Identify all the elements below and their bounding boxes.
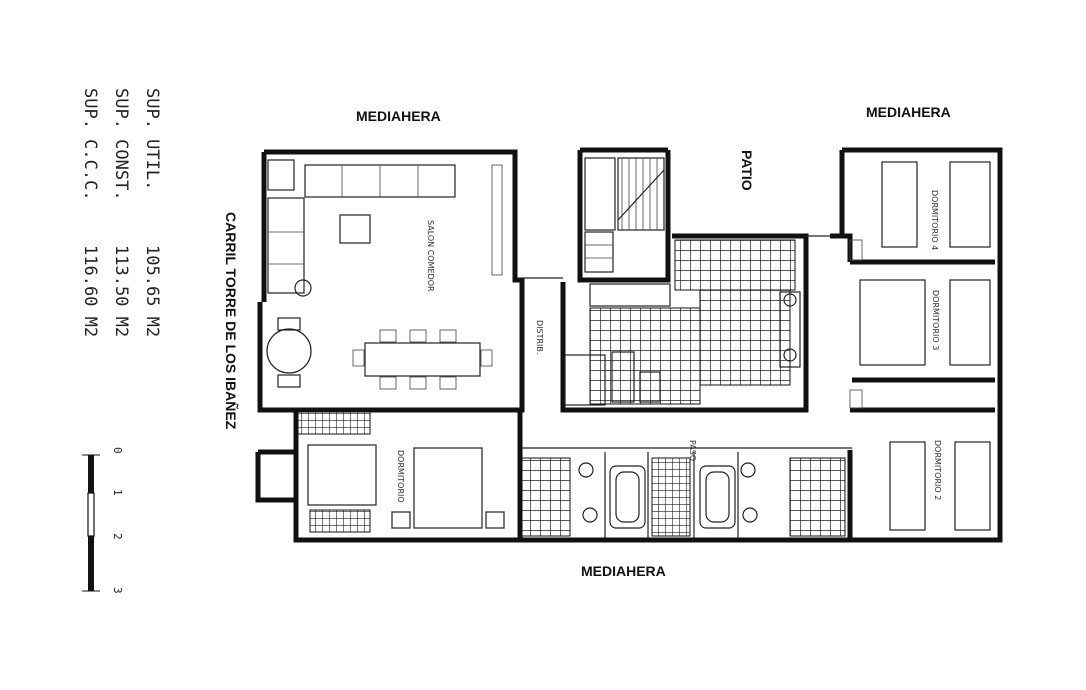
bedroom-left: DORMITORIO	[297, 411, 505, 533]
party-wall-label-bottom: MEDIAHERA	[581, 563, 666, 579]
svg-text:DORMITORIO 2: DORMITORIO 2	[933, 440, 942, 500]
sup-ccc-value: 116.60 M2	[80, 245, 100, 337]
living-room: SALON COMEDOR	[266, 159, 503, 390]
sup-util-value: 105.65 M2	[142, 245, 162, 337]
svg-text:DORMITORIO: DORMITORIO	[396, 450, 405, 503]
sup-util-label: SUP. UTIL.	[142, 88, 162, 190]
sup-const-value: 113.50 M2	[111, 245, 131, 337]
scale-tick-1: 1	[111, 489, 124, 496]
street-label: CARRIL TORRE DE LOS IBAÑEZ	[223, 212, 240, 430]
plan-walls	[255, 147, 1003, 543]
svg-text:DORMITORIO 3: DORMITORIO 3	[931, 290, 940, 350]
scale-bar: 0 1 2 3	[82, 447, 124, 594]
scale-tick-3: 3	[111, 587, 124, 594]
staircase	[584, 157, 671, 307]
scale-tick-0: 0	[111, 447, 124, 454]
sup-ccc-label: SUP. C.C.C.	[80, 88, 100, 201]
svg-text:DISTRIB.: DISTRIB.	[535, 320, 544, 354]
sup-const-label: SUP. CONST.	[111, 88, 131, 201]
patio-label: PATIO	[739, 150, 755, 191]
kitchen: DISTRIB. PASO	[535, 239, 801, 461]
party-wall-label-top-left: MEDIAHERA	[356, 108, 441, 124]
bathrooms	[521, 457, 846, 537]
svg-text:DORMITORIO 4: DORMITORIO 4	[930, 190, 939, 250]
party-wall-label-top-right: MEDIAHERA	[866, 104, 951, 120]
svg-text:SALON COMEDOR: SALON COMEDOR	[426, 220, 435, 292]
bedrooms-right: DORMITORIO 4 DORMITORIO 3 DORMITORIO 2	[849, 161, 991, 531]
scale-tick-2: 2	[111, 533, 124, 540]
svg-text:PASO: PASO	[688, 440, 697, 461]
surface-table: SUP. UTIL. 105.65 M2 SUP. CONST. 113.50 …	[80, 88, 162, 337]
